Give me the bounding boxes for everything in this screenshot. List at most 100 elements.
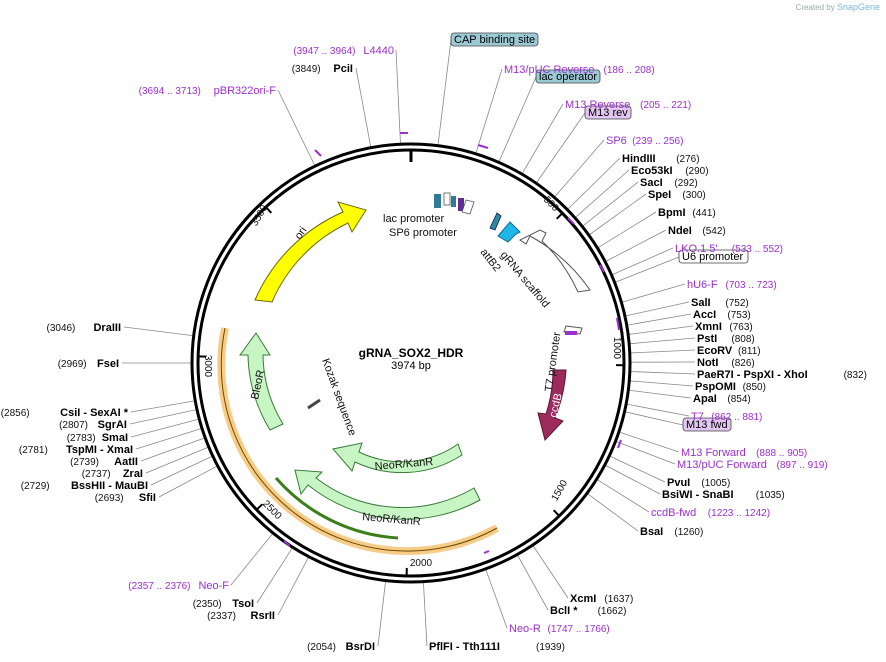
left-primer-labels: L4440(3947 .. 3964)pBR322ori-F(3694 .. 3…: [128, 45, 394, 592]
enzyme-coord: (2739): [70, 457, 99, 468]
enzyme-hindiii: HindIII(276): [622, 153, 700, 165]
leader-line: [150, 455, 213, 486]
leader-line: [624, 301, 690, 317]
primer-marks: [283, 132, 622, 554]
enzyme-name: ZraI: [123, 468, 143, 480]
enzyme-coord: (292): [674, 178, 697, 189]
enzyme-coord: (850): [743, 382, 766, 393]
enzyme-coord: (763): [729, 322, 752, 333]
enzyme-sfii: SfiI(2693): [95, 492, 156, 504]
leader-line: [277, 556, 310, 616]
boxed-label-m13-rev: M13 rev: [584, 105, 632, 120]
leader-line: [554, 139, 605, 198]
primer-name: hU6-F: [687, 279, 718, 291]
leader-line: [135, 427, 203, 450]
primer-mark-pbr322ori-f: [314, 149, 322, 157]
leader-line: [586, 492, 639, 532]
primer-name: M13 Forward: [681, 447, 746, 459]
lac-promoter-label: lac promoter: [383, 213, 444, 225]
grna-scaffold-label: gRNA scaffold: [498, 249, 552, 310]
leader-line: [609, 455, 666, 483]
enzyme-bpmi: BpmI(441): [658, 207, 716, 219]
enzyme-spei: SpeI (300): [648, 189, 706, 201]
primer-coord: (862 .. 881): [711, 412, 762, 423]
enzyme-zrai: ZraI(2737): [82, 468, 143, 480]
neor-outer-label: NeoR/KanR: [362, 511, 422, 528]
primer-mark-hu6-f: [599, 264, 605, 273]
primer-name: M13 Reverse: [565, 99, 630, 111]
enzyme-acci: AccI(753): [693, 309, 751, 321]
leader-line: [377, 580, 387, 647]
enzyme-saci: SacI(292): [640, 177, 698, 189]
enzyme-name: SpeI: [648, 189, 671, 201]
enzyme-coord: (3046): [46, 323, 75, 334]
primer-mark-lko1: [567, 217, 575, 225]
enzyme-tspmi-xmai: TspMI - XmaI(2781): [19, 444, 133, 456]
enzyme-coord: (1939): [536, 642, 565, 653]
enzyme-name: BsaI: [640, 526, 663, 538]
leader-line: [521, 103, 564, 175]
left-enzyme-labels: PciI(3849)DraIII(3046)FseI(2969)CsiI - S…: [1, 63, 375, 653]
primer-m13-puc-reverse: M13/pUC Reverse (186 .. 208): [504, 64, 655, 76]
enzyme-sgrai: SgrAI (2807): [59, 419, 127, 431]
sp6-marker: [458, 198, 464, 211]
kozak-marker: [307, 398, 321, 410]
enzyme-name: TsoI: [232, 598, 254, 610]
backbone-outer-ring: [190, 142, 632, 584]
primer-mark-neo-r: [483, 550, 490, 554]
primer-name: SP6: [606, 135, 627, 147]
leader-line: [130, 418, 200, 438]
enzyme-ndei: NdeI(542): [668, 225, 726, 237]
enzyme-coord: (2783): [67, 433, 96, 444]
enzyme-name: SfiI: [139, 492, 156, 504]
feature-arrows: [217, 192, 591, 556]
leader-line: [123, 326, 194, 337]
boxed-label-text: M13 fwd: [686, 419, 728, 431]
enzyme-noti: NotI(826): [697, 357, 755, 369]
leader-line: [130, 400, 196, 413]
enzyme-psti: PstI(808): [697, 333, 755, 345]
leader-line: [618, 431, 680, 453]
leader-line: [516, 554, 549, 611]
lac-promoter-marker: [443, 192, 451, 206]
primer-name: M13/pUC Reverse: [504, 64, 594, 76]
leader-line: [626, 313, 692, 326]
leader-line: [145, 446, 209, 474]
primer-mark-neo-f: [283, 540, 291, 547]
enzyme-coord: (826): [731, 358, 754, 369]
enzyme-coord: (753): [727, 310, 750, 321]
plasmid-length: 3974 bp: [391, 360, 431, 372]
sp6-promoter-marker: [461, 199, 475, 215]
enzyme-coord: (542): [702, 226, 725, 237]
primer-coord: (1747 .. 1766): [548, 624, 610, 635]
t7-primer-bar: [565, 331, 577, 335]
enzyme-name: CsiI - SexAI *: [60, 407, 129, 419]
enzyme-name: BsrDI: [346, 641, 375, 653]
enzyme-draiii: DraIII(3046): [46, 322, 121, 334]
enzyme-coord: (2807): [59, 420, 88, 431]
primer-coord: (186 .. 208): [604, 65, 655, 76]
primer-coord: (703 .. 723): [726, 280, 777, 291]
primer-name: L4440: [363, 45, 394, 57]
primer-coord: (3947 .. 3964): [293, 46, 355, 57]
leader-line: [629, 380, 694, 387]
leader-line: [355, 67, 372, 148]
primer-sp6: SP6(239 .. 256): [606, 135, 683, 147]
enzyme-name: SmaI: [102, 432, 128, 444]
enzyme-apai: ApaI(854): [693, 393, 751, 405]
primer-coord: (533 .. 552): [732, 244, 783, 255]
tick-label-1000: 1000: [611, 337, 622, 360]
leader-line: [277, 89, 316, 167]
leader-line: [626, 403, 690, 417]
enzyme-coord: (1637): [604, 594, 633, 605]
leader-line: [422, 581, 428, 647]
boxed-label-lac-operator: lac operator: [535, 69, 601, 84]
boxed-label-text: CAP binding site: [454, 34, 535, 46]
tick-mark-2500: [255, 503, 264, 511]
enzyme-coord: (300): [682, 190, 705, 201]
enzyme-ecorv: EcoRV(811): [697, 345, 761, 357]
primer-coord: (2357 .. 2376): [128, 581, 190, 592]
enzyme-name: XmnI: [695, 321, 722, 333]
enzyme-name: SgrAI: [98, 419, 127, 431]
neor-outer-arrow: [294, 469, 481, 520]
